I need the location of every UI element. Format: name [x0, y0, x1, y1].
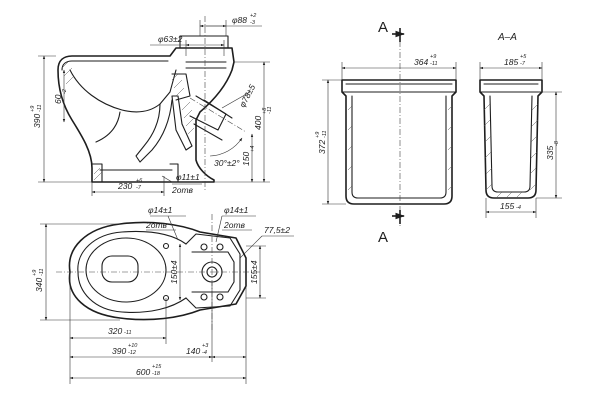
dim-77-5: 77,5±2: [264, 225, 290, 235]
dim-372: 372: [317, 140, 327, 154]
svg-text:+9: +9: [30, 106, 36, 112]
inlet-seat: [179, 35, 229, 49]
dim-150-4: 150±4: [169, 260, 179, 284]
bolt-hole: [216, 293, 224, 301]
section-title: A–A: [497, 32, 517, 43]
dim-155-4: 155±4: [249, 260, 259, 284]
bowl-cavity: [69, 69, 177, 113]
svg-text:+3: +3: [202, 343, 209, 349]
trap-outline: [135, 99, 173, 163]
top-view: φ14±1 2отв φ14±1 2отв 77,5±2 340 +9 -11 …: [32, 205, 294, 384]
tank-lid: [341, 83, 457, 93]
dim-600: 600: [136, 367, 150, 377]
dim-150: 150: [241, 152, 251, 166]
bowl-inner: [85, 237, 167, 303]
section-a-a: A–A 185 +5 -7 335 -8 155 -4: [479, 32, 562, 218]
dim-390: 390: [32, 114, 42, 128]
tank-front-view: A A 364 +9 -11 372 +9 -11: [315, 19, 457, 246]
drain-opening: [101, 255, 139, 283]
bolt-hole: [200, 293, 208, 301]
svg-text:-11: -11: [37, 104, 43, 112]
dim-d14-right: φ14±1: [224, 205, 249, 215]
bowl-rim-inner: [61, 60, 169, 71]
dim-335: 335: [545, 146, 555, 160]
dim-holes-side: 2отв: [171, 185, 194, 195]
dim-364: 364: [414, 57, 428, 67]
svg-text:-4: -4: [202, 350, 207, 356]
svg-text:-7: -7: [136, 185, 142, 191]
svg-text:+9: +9: [430, 54, 436, 60]
svg-text:-11: -11: [124, 330, 132, 336]
side-view: φ63±2 φ88 +2 -3 390 +9 -11 60 -2 φ78±5 4…: [30, 13, 273, 196]
svg-text:-11: -11: [267, 106, 273, 114]
svg-text:-12: -12: [128, 350, 136, 356]
dim-390-plan: 390: [112, 346, 126, 356]
svg-text:+9: +9: [32, 270, 38, 276]
svg-text:+15: +15: [152, 364, 162, 370]
svg-text:-11: -11: [322, 130, 328, 138]
svg-text:+2: +2: [250, 13, 256, 19]
svg-text:+10: +10: [128, 343, 138, 349]
svg-text:-11: -11: [39, 268, 45, 276]
section-outline: [479, 79, 543, 199]
svg-text:-4: -4: [516, 205, 521, 211]
svg-text:-18: -18: [152, 371, 161, 377]
svg-text:+6: +6: [136, 178, 143, 184]
bolt-hole: [200, 243, 208, 251]
dim-d11: φ11±1: [176, 172, 200, 182]
svg-text:+8: +8: [262, 107, 268, 114]
dim-d78: φ78±5: [237, 82, 257, 108]
svg-text:-3: -3: [250, 20, 256, 26]
dim-holes-right: 2отв: [223, 220, 246, 230]
dim-400: 400: [253, 116, 263, 130]
dim-230: 230: [117, 181, 132, 191]
dim-d14-left: φ14±1: [148, 205, 173, 215]
svg-text:+5: +5: [520, 54, 527, 60]
dim-angle: 30°±2°: [214, 158, 240, 168]
dim-155-section: 155: [500, 201, 514, 211]
tank-inner-wall: [351, 95, 447, 199]
bolt-hole: [216, 243, 224, 251]
dim-60: 60: [53, 94, 63, 104]
dim-140: 140: [186, 346, 200, 356]
section-mark-bottom: A: [378, 229, 388, 246]
tank-outline: [341, 79, 457, 205]
dim-340: 340: [34, 278, 44, 292]
dim-d88: φ88: [232, 15, 247, 25]
svg-text:-8: -8: [554, 140, 560, 146]
dim-holes-left: 2отв: [145, 220, 168, 230]
svg-text:-11: -11: [430, 61, 438, 67]
dim-d63: φ63±2: [158, 34, 183, 44]
section-mark-top: A: [378, 19, 388, 36]
bowl-side-outline: [57, 47, 235, 183]
svg-text:-2: -2: [62, 89, 68, 94]
dim-320: 320: [108, 326, 122, 336]
svg-text:-7: -7: [520, 61, 526, 67]
cistern-platform: [185, 233, 241, 309]
svg-text:+4: +4: [250, 146, 256, 152]
svg-text:+9: +9: [315, 132, 321, 138]
dim-185: 185: [504, 57, 518, 67]
